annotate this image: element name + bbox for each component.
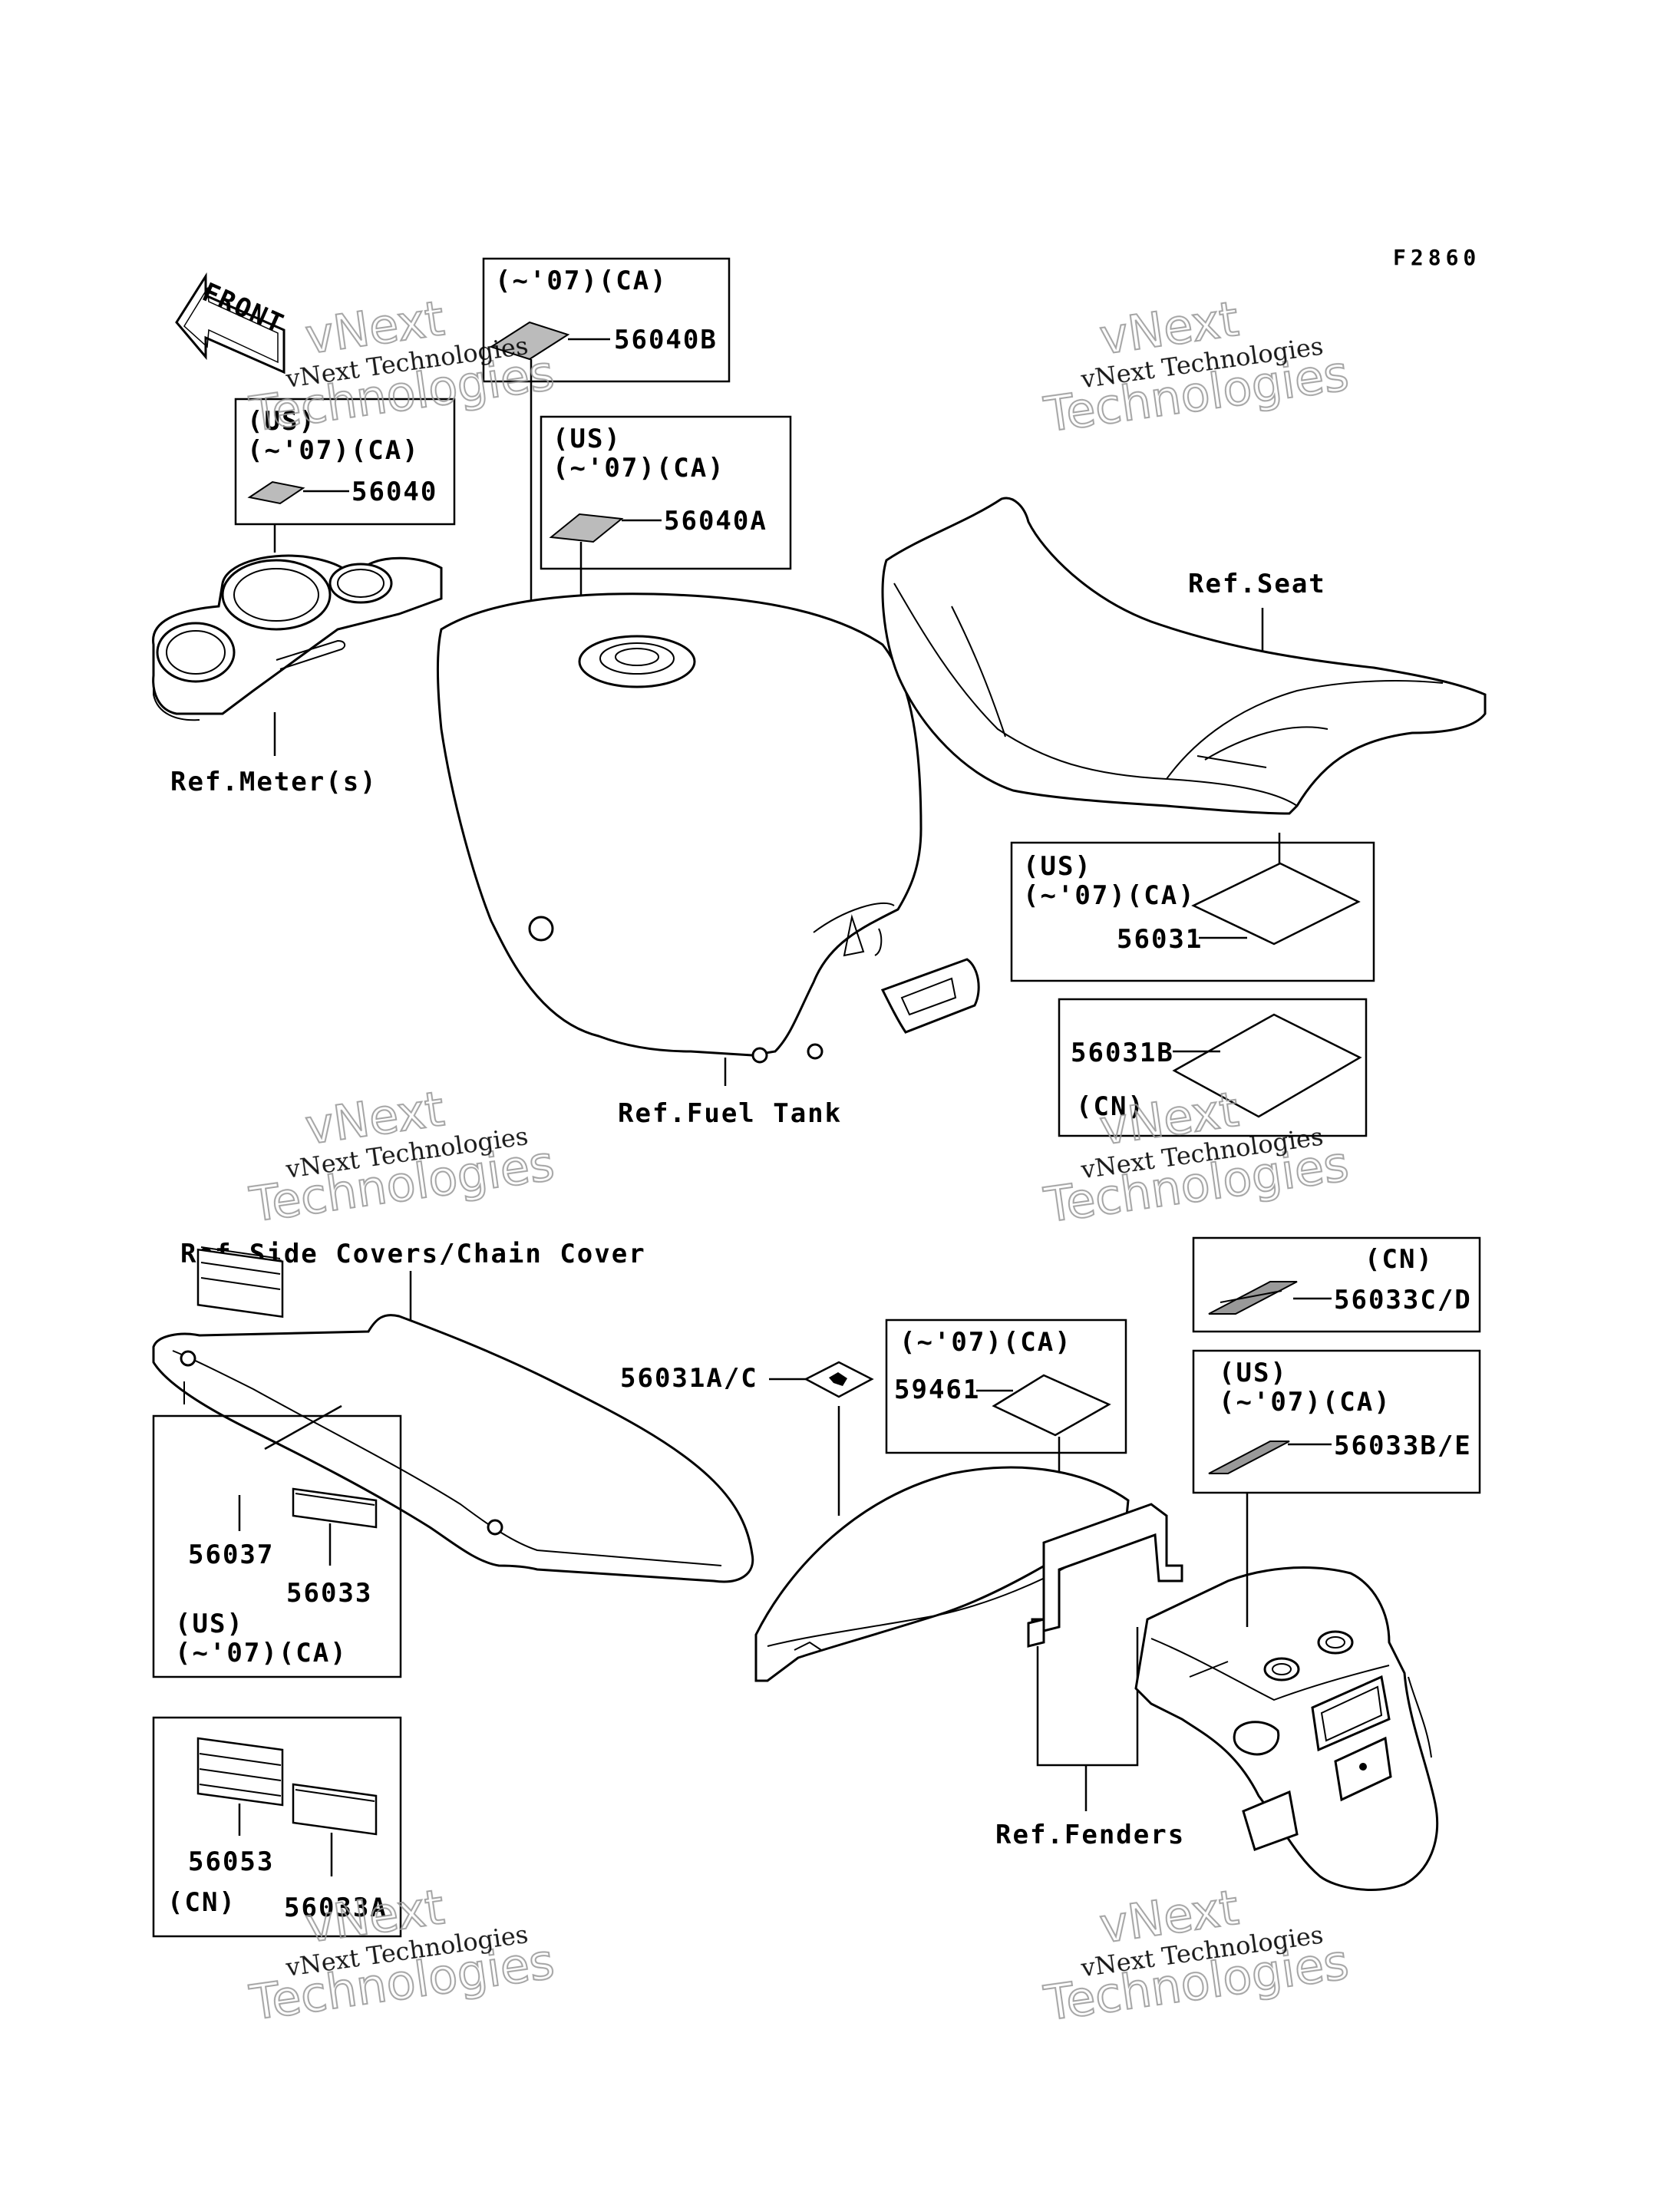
- callout-box-56040B: [482, 257, 731, 383]
- decal-56053-icon: [196, 1737, 284, 1807]
- callout-us-cond2: (~'07)(CA): [175, 1638, 348, 1668]
- callout-56033CD-cond1: (CN): [1365, 1244, 1434, 1275]
- decal-56033CD-icon: [1208, 1281, 1298, 1315]
- leader-fenders-bracket: [1036, 1627, 1139, 1767]
- decal-56040B-icon: [489, 321, 570, 361]
- callout-box-56031B: [1058, 998, 1368, 1137]
- callout-56031-cond2: (~'07)(CA): [1023, 880, 1196, 911]
- decal-56031AC-icon: [804, 1361, 874, 1398]
- decal-56031-icon: [1191, 862, 1361, 946]
- callout-cn-cond1: (CN): [167, 1887, 236, 1918]
- callout-box-56033BE: [1192, 1349, 1481, 1494]
- callout-56040A-cond1: (US): [553, 424, 622, 454]
- decal-56033A-icon: [292, 1783, 378, 1836]
- ref-meter-label: Ref.Meter(s): [170, 767, 378, 797]
- callout-box-56040A: [540, 415, 792, 570]
- callout-box-56040: [234, 398, 456, 526]
- callout-56033BE-part: 56033B/E: [1334, 1431, 1472, 1461]
- decal-56037-icon: [196, 1246, 284, 1318]
- seat-part: [881, 497, 1487, 815]
- callout-box-59461: [885, 1318, 1127, 1454]
- callout-box-cn: [152, 1716, 402, 1938]
- callout-56040B-part: 56040B: [614, 325, 718, 355]
- callout-56031-cond1: (US): [1023, 851, 1092, 882]
- callout-us-cond1: (US): [175, 1609, 244, 1639]
- callout-56031-part: 56031: [1117, 924, 1203, 955]
- callout-56040A-part: 56040A: [664, 506, 767, 536]
- callout-56031B-part: 56031B: [1071, 1038, 1174, 1068]
- leader-us-box: [264, 1404, 342, 1450]
- ref-seat-label: Ref.Seat: [1188, 569, 1326, 599]
- callout-us-part2: 56033: [286, 1578, 372, 1609]
- callout-59461-cond1: (~'07)(CA): [899, 1327, 1072, 1358]
- callout-56040A-cond2: (~'07)(CA): [553, 453, 725, 483]
- watermark: vNext Technologies vNext Technologies vN…: [246, 289, 1353, 2032]
- decal-59461-icon: [992, 1374, 1111, 1437]
- callout-cn-part1: 56053: [188, 1847, 274, 1877]
- decal-56031B-icon: [1172, 1013, 1362, 1118]
- callout-56040-cond2: (~'07)(CA): [247, 435, 420, 466]
- meter-part: [152, 554, 443, 721]
- callout-56031AC-part: 56031A/C: [620, 1363, 758, 1394]
- callout-56033CD-part: 56033C/D: [1334, 1285, 1472, 1315]
- callout-cn-part2: 56033A: [284, 1893, 388, 1923]
- callout-56033BE-cond1: (US): [1219, 1358, 1288, 1388]
- callout-us-part1: 56037: [188, 1540, 274, 1570]
- front-arrow-icon: FRONT: [175, 272, 289, 375]
- ref-fenders-label: Ref.Fenders: [995, 1820, 1185, 1850]
- callout-box-56033CD: [1192, 1236, 1481, 1333]
- callout-56040-cond1: (US): [247, 406, 316, 437]
- rear-fender-part: [754, 1466, 1183, 1682]
- side-cover-part: [152, 1314, 754, 1583]
- callout-56040B-cond1: (~'07)(CA): [495, 266, 668, 296]
- decal-56040-icon: [247, 480, 305, 505]
- decal-56033BE-icon: [1208, 1441, 1290, 1474]
- fuel-tank-part: [437, 592, 980, 1064]
- callout-56031B-cond1: (CN): [1076, 1091, 1145, 1122]
- decal-56040A-icon: [549, 513, 624, 543]
- callout-box-56031: [1010, 841, 1375, 982]
- ref-fuel-tank-label: Ref.Fuel Tank: [618, 1098, 842, 1129]
- rear-tail-fender-part: [1134, 1566, 1439, 1891]
- callout-56033BE-cond2: (~'07)(CA): [1219, 1387, 1391, 1417]
- figure-code: F2860: [1393, 245, 1480, 270]
- callout-box-us: [152, 1414, 402, 1678]
- decal-56033-icon: [292, 1487, 378, 1529]
- callout-59461-part: 59461: [894, 1375, 980, 1405]
- callout-56040-part: 56040: [352, 477, 437, 507]
